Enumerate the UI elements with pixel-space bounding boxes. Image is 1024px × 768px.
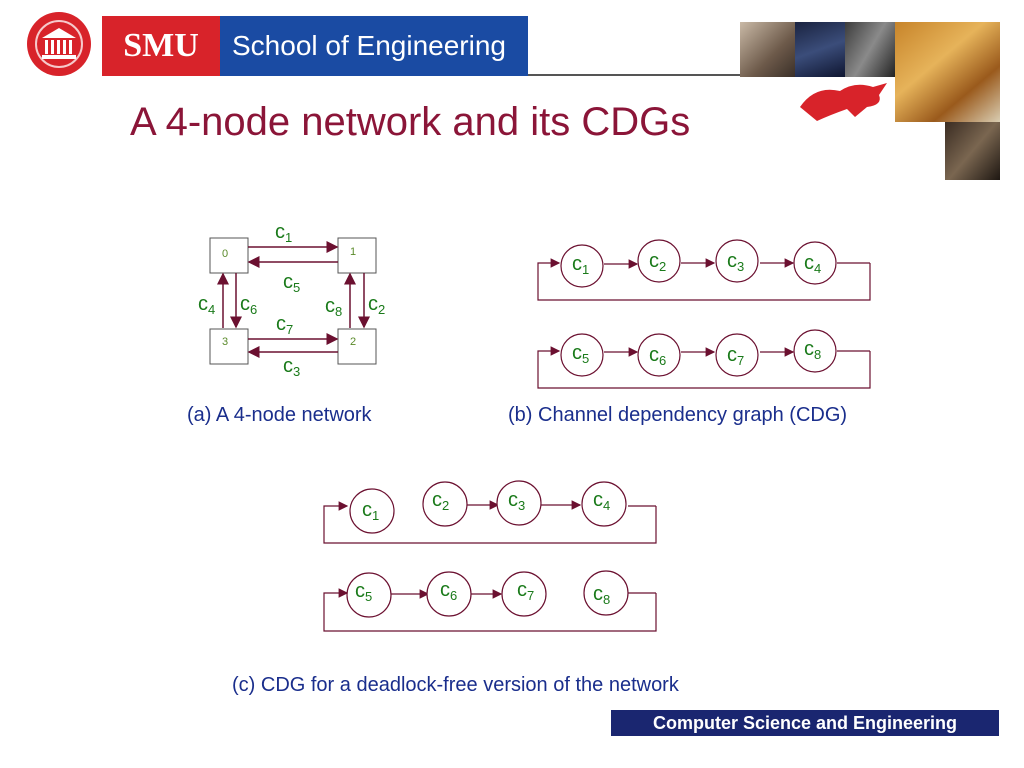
cdg-b-diagram: c1 c2 c3 c4 c5 c6 c7 c8 [537, 239, 871, 389]
cdg-c-label-c6: c6 [440, 579, 457, 603]
cdg-c-node-c5 [346, 572, 392, 618]
cdg-c-diagram: c1 c2 c3 c4 c5 c6 c7 c8 [323, 480, 657, 632]
photo-students-working [945, 122, 1000, 180]
smu-logo-text: SMU [102, 16, 220, 76]
photo-student-portrait [740, 22, 795, 77]
node-2 [337, 328, 377, 365]
cdg-c-node-c6 [426, 571, 472, 617]
cdg-b-row1-loop [537, 258, 871, 301]
header-rule [528, 74, 740, 76]
label-c3: c3 [283, 355, 300, 379]
node-label-2: 2 [350, 336, 356, 348]
network-diagram: 0 1 3 2 c1 c5 c4 c6 c7 c8 c2 c3 [198, 221, 385, 379]
node-label-3: 3 [222, 336, 228, 348]
photo-computer-lab [795, 22, 845, 77]
slide-title: A 4-node network and its CDGs [130, 100, 691, 144]
caption-a: (a) A 4-node network [187, 404, 372, 426]
caption-b: (b) Channel dependency graph (CDG) [508, 404, 848, 426]
cdg-c-label-c4: c4 [593, 489, 610, 513]
cdg-b-label-c1: c1 [572, 253, 589, 277]
cdg-c-node-c8 [583, 570, 629, 616]
cdg-c-label-c2: c2 [432, 489, 449, 513]
cdg-c-label-c1: c1 [362, 499, 379, 523]
node-3 [209, 328, 249, 365]
cdg-b-node-c8 [793, 329, 837, 373]
cdg-b-node-c7 [715, 333, 759, 377]
photo-campus-building [895, 22, 1000, 122]
label-c2: c2 [368, 293, 385, 317]
cdg-c-node-c7 [501, 571, 547, 617]
node-label-0: 0 [222, 248, 228, 260]
smu-seal-ring [35, 20, 83, 68]
photo-equipment [845, 22, 895, 77]
cdg-c-node-c4 [581, 481, 627, 527]
cdg-b-node-c5 [560, 333, 604, 377]
cdg-c-label-c5: c5 [355, 580, 372, 604]
label-c6: c6 [240, 293, 257, 317]
cdg-b-label-c6: c6 [649, 344, 666, 368]
cdg-c-label-c8: c8 [593, 583, 610, 607]
cdg-b-node-c4 [793, 241, 837, 285]
cdg-b-label-c3: c3 [727, 250, 744, 274]
cdg-c-node-c1 [349, 488, 395, 534]
cdg-c-label-c3: c3 [508, 489, 525, 513]
caption-c: (c) CDG for a deadlock-free version of t… [232, 674, 679, 696]
footer-badge: Computer Science and Engineering [611, 710, 999, 736]
cdg-c-row1-loop [323, 501, 657, 544]
mustang-logo-icon [800, 83, 887, 121]
cdg-b-label-c8: c8 [804, 338, 821, 362]
cdg-c-row2-loop [323, 588, 657, 632]
node-1 [337, 237, 377, 274]
cdg-b-row2-loop [537, 346, 871, 389]
cdg-b-node-c6 [637, 333, 681, 377]
label-c8: c8 [325, 295, 342, 319]
cdg-b-node-c2 [637, 239, 681, 283]
cdg-b-node-c3 [715, 239, 759, 283]
building-icon [42, 28, 76, 59]
cdg-b-node-c1 [560, 244, 604, 288]
school-of-engineering-banner: School of Engineering [220, 16, 528, 76]
label-c4: c4 [198, 293, 215, 317]
cdg-c-node-c3 [496, 480, 542, 526]
label-c5: c5 [283, 271, 300, 295]
cdg-c-label-c7: c7 [517, 579, 534, 603]
label-c7: c7 [276, 313, 293, 337]
node-label-1: 1 [350, 246, 356, 258]
label-c1: c1 [275, 221, 292, 245]
cdg-b-label-c2: c2 [649, 250, 666, 274]
cdg-b-label-c7: c7 [727, 344, 744, 368]
cdg-b-label-c5: c5 [572, 342, 589, 366]
cdg-c-node-c2 [422, 481, 468, 527]
node-0 [209, 237, 249, 274]
cdg-b-label-c4: c4 [804, 252, 821, 276]
